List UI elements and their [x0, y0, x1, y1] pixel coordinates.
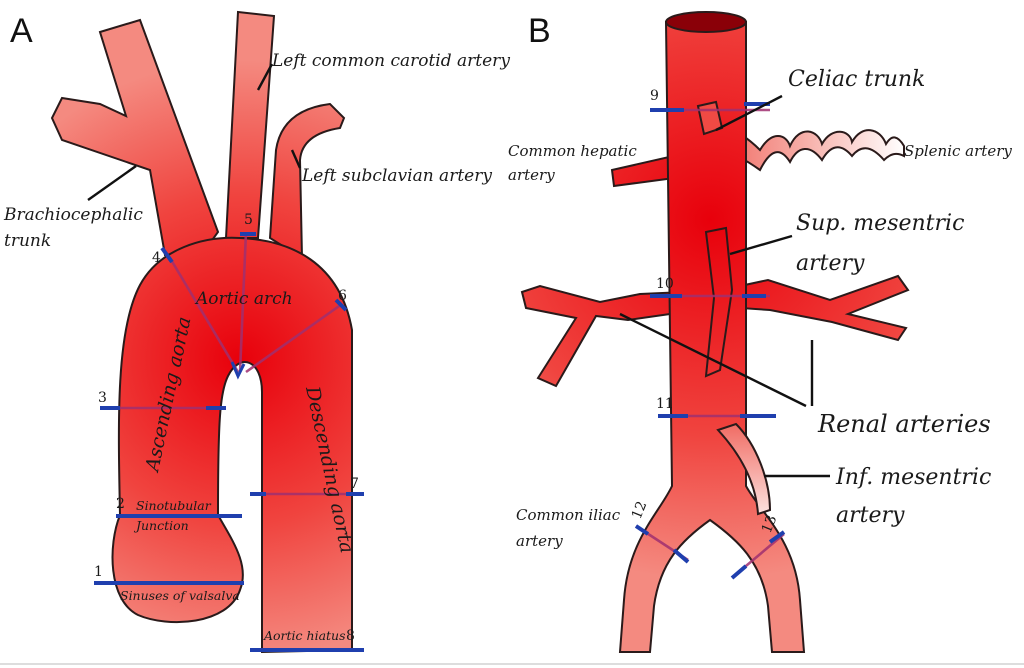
level-number-8: 8: [346, 628, 355, 644]
marker-12b: [672, 548, 690, 564]
splenic-artery-shape: [715, 120, 905, 172]
label-common-iliac-line2: artery: [516, 532, 563, 550]
renal-left-shape: [520, 284, 685, 388]
label-common-iliac-line1: Common iliac: [516, 506, 621, 524]
level-number-1: 1: [94, 564, 103, 580]
brachiocephalic-trunk-shape: [50, 18, 220, 257]
renal-right-shape: [739, 274, 910, 342]
level-line-4: [168, 257, 240, 373]
panel-b-letter: B: [528, 12, 551, 50]
level-number-11: 11: [656, 396, 674, 412]
label-splenic-artery: Splenic artery: [904, 142, 1012, 160]
level-number-10: 10: [656, 276, 674, 292]
level-number-13: 13: [759, 513, 781, 536]
label-sinotubular-line1: Sinotubular: [136, 498, 212, 513]
leader-sup-mesentric: [729, 234, 793, 256]
leader-left-common-carotid: [256, 63, 274, 91]
label-sup-mesentric-line2: artery: [796, 251, 865, 276]
label-renal-arteries: Renal arteries: [817, 410, 991, 438]
label-inf-mesentric-line2: artery: [836, 503, 905, 528]
leader-celiac-trunk: [715, 94, 783, 132]
marker-12a: [634, 524, 650, 536]
level-number-12: 12: [629, 499, 651, 522]
level-line-5: [238, 231, 248, 373]
label-sup-mesentric-line1: Sup. mesentric: [796, 211, 964, 236]
label-common-hepatic-line2: artery: [508, 166, 555, 184]
label-brachiocephalic-line1: Brachiocephalic: [3, 205, 143, 225]
level-number-4: 4: [152, 250, 161, 266]
marker-4: [160, 246, 174, 264]
marker-apex: [230, 361, 246, 380]
level-number-7: 7: [350, 476, 359, 492]
sup-mesentric-shape: [704, 226, 734, 378]
level-line-6: [245, 302, 343, 374]
panel-a: A 1 2 3: [3, 10, 510, 654]
label-celiac-trunk: Celiac trunk: [788, 67, 925, 92]
panel-a-letter: A: [10, 12, 33, 50]
label-common-hepatic-line1: Common hepatic: [508, 142, 637, 160]
leader-brachiocephalic: [87, 165, 137, 201]
label-inf-mesentric-line1: Inf. mesentric: [835, 465, 991, 490]
level-number-3: 3: [98, 390, 107, 406]
label-brachiocephalic-line2: trunk: [4, 231, 51, 251]
marker-13b: [768, 530, 786, 544]
label-left-subclavian: Left subclavian artery: [301, 166, 492, 186]
label-sinuses-valsalva: Sinuses of valsalva: [120, 588, 240, 603]
panel-b: B: [508, 11, 1012, 653]
level-number-5: 5: [244, 212, 253, 228]
leader-left-subclavian: [290, 149, 302, 169]
level-number-6: 6: [338, 288, 347, 304]
label-aortic-hiatus: Aortic hiatus: [263, 628, 346, 643]
marker-6: [334, 298, 348, 312]
level-number-9: 9: [650, 88, 659, 104]
leader-renal-left: [619, 312, 807, 408]
marker-13a: [730, 564, 748, 580]
left-subclavian-shape: [268, 102, 346, 260]
level-number-2: 2: [116, 496, 125, 512]
label-aortic-arch: Aortic arch: [194, 289, 293, 309]
label-left-common-carotid: Left common carotid artery: [271, 51, 510, 71]
inf-mesentric-shape: [716, 422, 772, 516]
aorta-body-shape: [111, 236, 353, 654]
label-sinotubular-line2: Junction: [133, 518, 189, 533]
aorta-lumen-top: [665, 11, 747, 33]
left-common-carotid-shape: [224, 10, 276, 239]
